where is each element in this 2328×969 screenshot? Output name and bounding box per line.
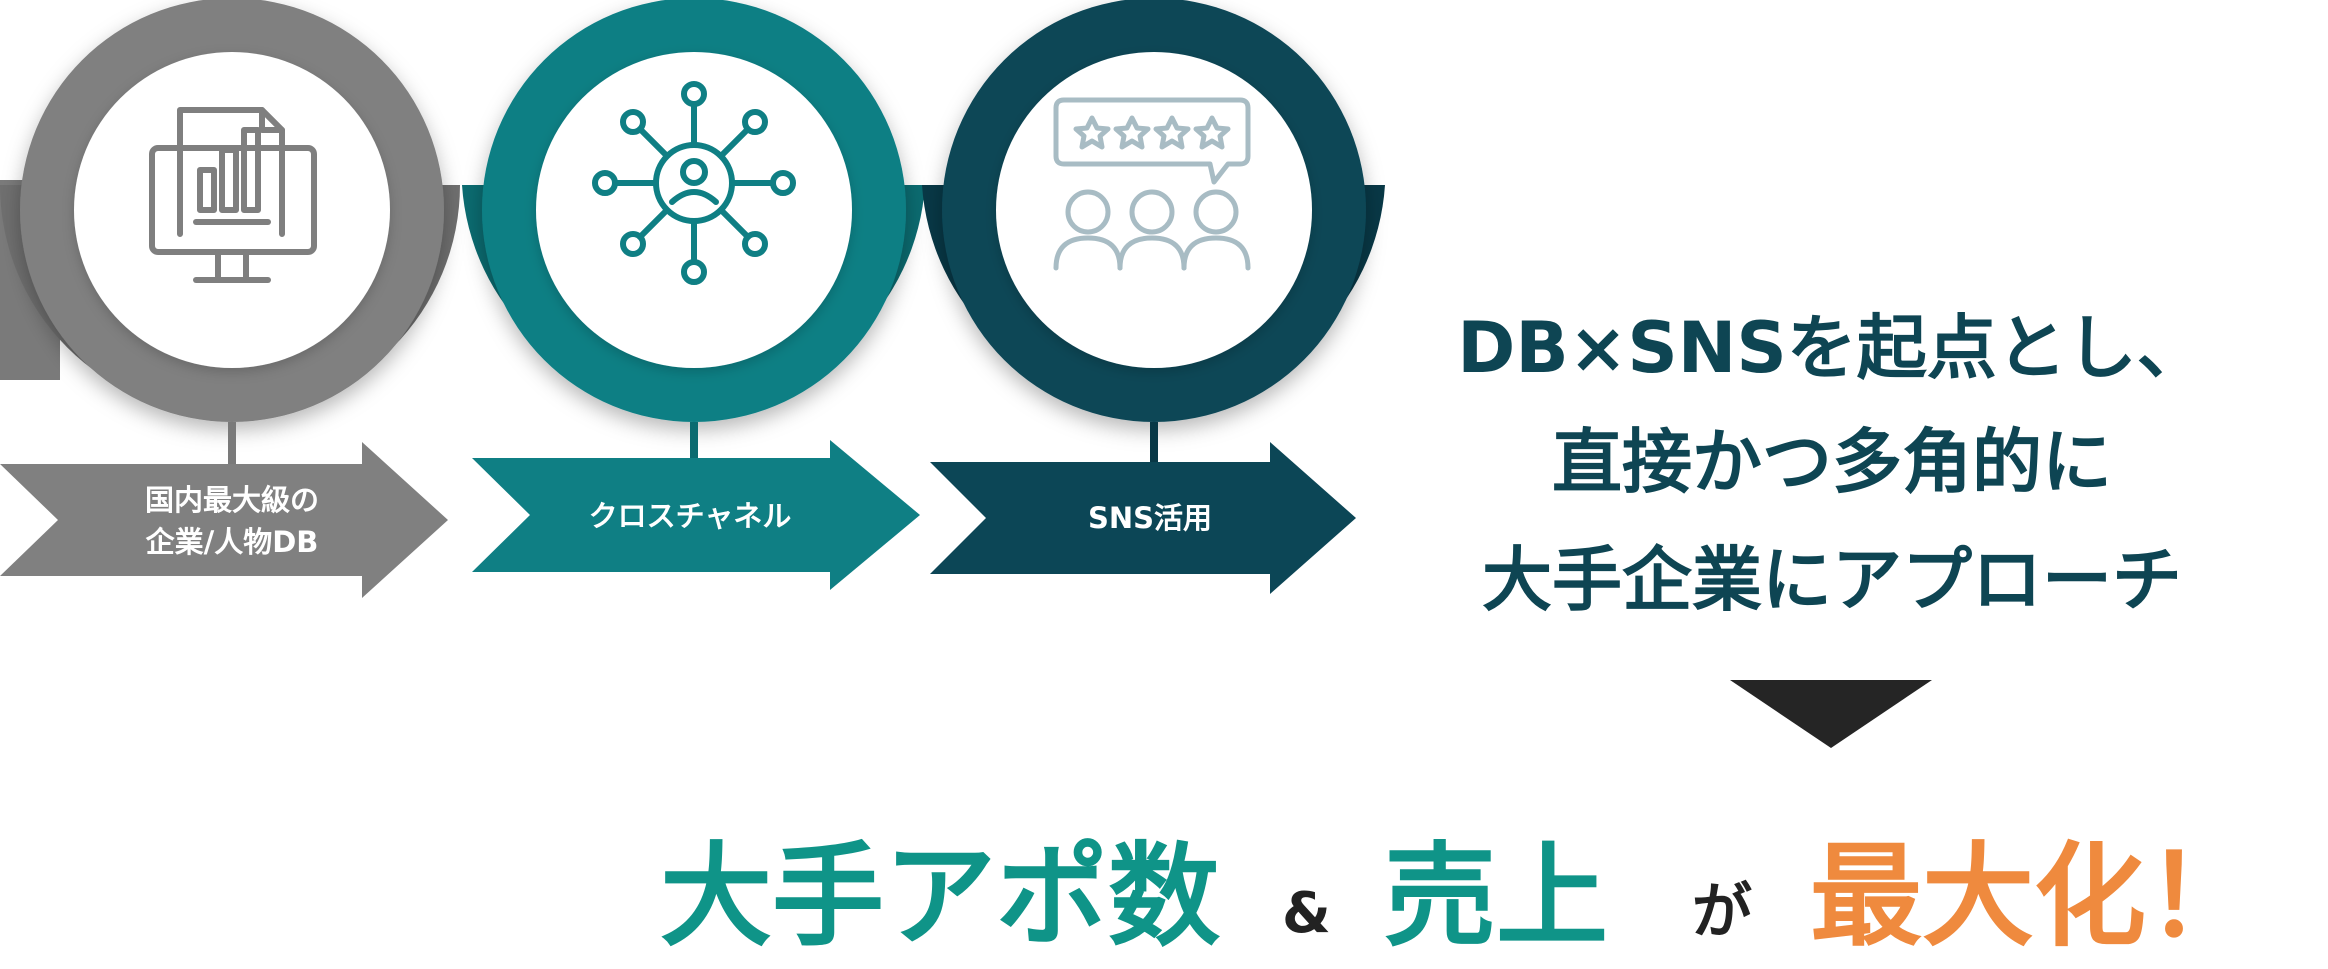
step-2-arrow	[472, 440, 920, 590]
result-big-appointments: 大手アポ数	[660, 832, 1220, 962]
result-ampersand: &	[1282, 881, 1331, 946]
step-3-label: SNS活用	[1088, 501, 1212, 535]
tagline-line1: DB×SNSを起点とし、	[1457, 307, 2207, 389]
step-2-inner-circle	[536, 52, 852, 368]
result-particle: が	[1692, 877, 1752, 947]
result-maximize: 最大化！	[1810, 832, 2258, 962]
step-2-label: クロスチャネル	[589, 499, 792, 533]
step-1-label-line2: 企業/人物DB	[146, 525, 319, 559]
result-sales: 売上	[1384, 832, 1608, 962]
step-3-sns: SNS活用	[922, 0, 1385, 594]
step-1-arrow	[0, 442, 448, 598]
network-person-icon	[592, 81, 796, 285]
tagline-line2: 直接かつ多角的に	[1552, 421, 2112, 503]
tagline-line3: 大手企業にアプローチ	[1482, 539, 2182, 621]
step-2-crosschannel: クロスチャネル	[462, 0, 925, 590]
review-stars-people-icon	[1053, 97, 1251, 271]
monitor-chart-icon	[149, 107, 317, 283]
down-arrow-triangle	[1730, 680, 1932, 748]
step-1-label-line1: 国内最大級の	[145, 483, 319, 517]
step-1-database: 国内最大級の 企業/人物DB	[0, 0, 460, 598]
tagline: DB×SNSを起点とし、 直接かつ多角的に 大手企業にアプローチ	[1457, 307, 2207, 621]
result-line: 大手アポ数 & 売上 が 最大化！	[660, 832, 2258, 962]
step-3-arrow	[930, 442, 1356, 594]
